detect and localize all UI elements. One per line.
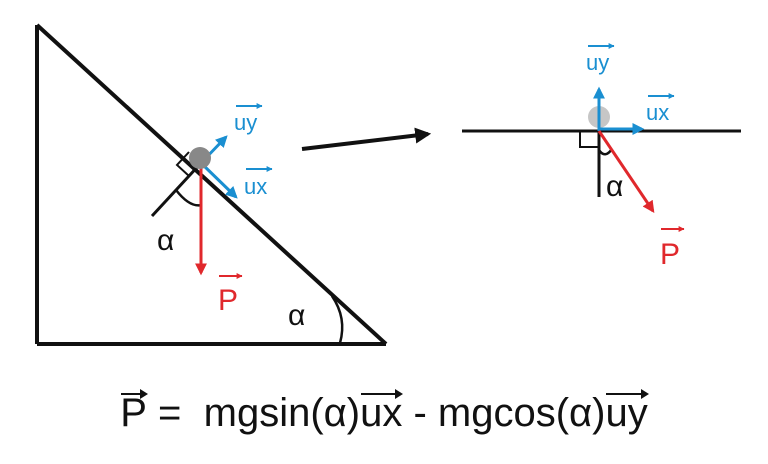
incline-triangle	[35, 23, 388, 346]
formula-equals: =	[146, 390, 204, 435]
alpha-arc-at-mass	[175, 189, 203, 207]
ux-label-right: ux	[646, 93, 675, 125]
alpha-label-at-base: α	[288, 299, 305, 332]
uy-label-right: uy	[586, 43, 615, 75]
ux-label-left-text: ux	[244, 174, 267, 199]
weight-label-left-text: P	[218, 284, 238, 317]
normal-reference-line	[150, 161, 203, 218]
mass-left	[189, 147, 211, 169]
formula-term-sin: mgsin(α)	[203, 390, 361, 435]
formula-unit-uy: uy	[605, 388, 649, 435]
ux-vector-left	[199, 161, 238, 199]
weight-label-right-text: P	[660, 238, 680, 271]
weight-decomposition-formula: P = mgsin(α) ux - mgcos(α) uy	[0, 378, 768, 448]
weight-label-right: P	[660, 226, 685, 271]
formula-term-cos: mgcos(α)	[437, 390, 606, 435]
alpha-label-right: α	[606, 170, 623, 203]
alpha-label-at-mass: α	[157, 224, 174, 257]
uy-label-left-text: uy	[234, 110, 257, 135]
transition-arrow	[301, 127, 432, 151]
alpha-arc-at-base	[330, 295, 344, 344]
right-angle-mark-left	[175, 151, 190, 177]
right-angle-mark-right	[579, 131, 599, 148]
weight-label-left: P	[218, 273, 243, 317]
formula-vector-p: P	[120, 388, 148, 435]
formula-minus: -	[402, 390, 438, 435]
ux-label-right-text: ux	[646, 100, 669, 125]
formula-unit-ux: ux	[360, 388, 404, 435]
uy-label-left: uy	[234, 103, 263, 135]
uy-label-right-text: uy	[586, 50, 609, 75]
ux-label-left: ux	[244, 166, 273, 199]
weight-vector-right	[597, 130, 655, 213]
